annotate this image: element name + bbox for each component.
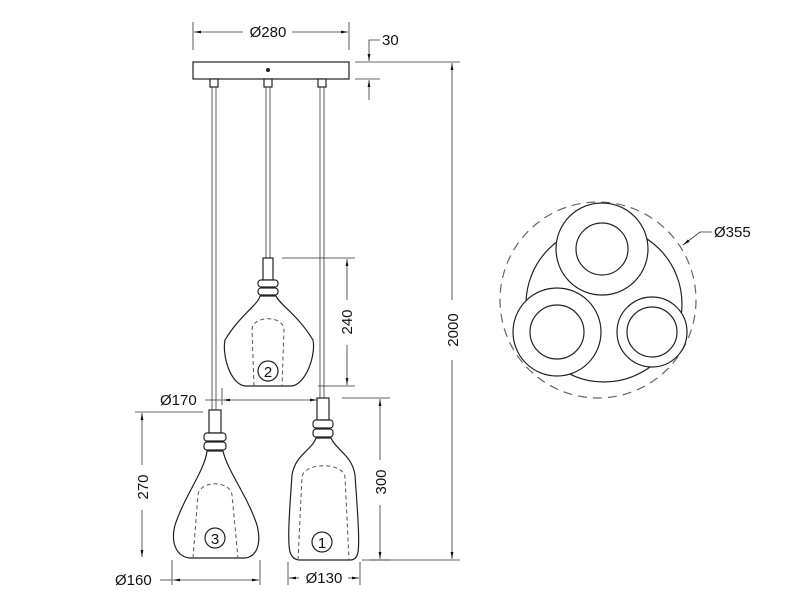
lamp-2-diameter-label: Ø170 [160,392,197,409]
canopy-height-label: 30 [382,32,399,49]
canopy [192,61,350,88]
lamp-3-number: 3 [211,531,219,548]
lamp-2-number: 2 [264,364,272,381]
lamp-2: 2 [223,257,315,387]
lamp-1: 1 [288,397,360,561]
cords [211,87,325,410]
lamp-3-height-label: 270 [135,474,152,499]
top-view-diameter-label: Ø355 [714,224,751,241]
lamp-2-height-dimension: 240 [282,257,356,387]
lamp-3-diameter-dimension: Ø160 [115,560,261,589]
lamp-2-height-label: 240 [339,309,356,334]
lamp-2-diameter-dimension: Ø170 [160,388,317,409]
total-height-dimension: 2000 [370,63,462,561]
lamp-3: 3 [172,409,260,559]
lamp-1-number: 1 [318,535,326,552]
lamp-1-diameter-dimension: Ø130 [287,562,361,587]
lamp-1-height-dimension: 300 [342,397,390,561]
canopy-height-dimension: 30 [355,32,460,100]
lamp-3-diameter-label: Ø160 [115,572,152,589]
canopy-diameter-label: Ø280 [250,24,287,41]
total-height-label: 2000 [445,313,462,346]
top-view: Ø355 [499,201,751,399]
canopy-diameter-dimension: Ø280 [192,22,350,50]
lamp-1-diameter-label: Ø130 [306,570,343,587]
lamp-3-height-dimension: 270 [135,411,203,557]
lamp-1-height-label: 300 [373,469,390,494]
